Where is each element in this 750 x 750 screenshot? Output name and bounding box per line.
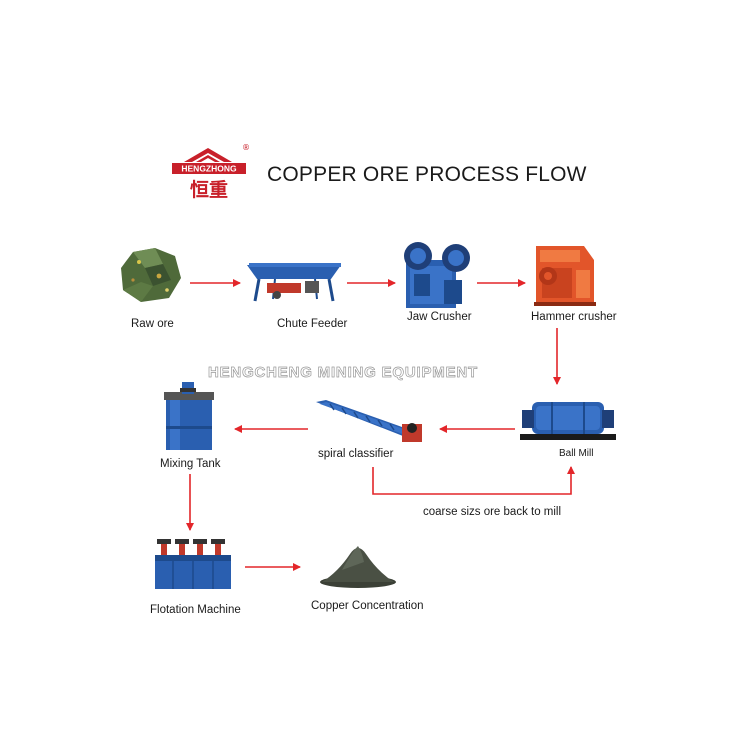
page-title: COPPER ORE PROCESS FLOW <box>267 163 587 186</box>
arrow-coarse-return-loop <box>372 466 575 495</box>
jaw-crusher-image <box>400 240 472 315</box>
ball-mill-image <box>518 396 618 451</box>
coarse-return-label: coarse sizs ore back to mill <box>423 506 562 518</box>
mixing-tank-label: Mixing Tank <box>160 458 221 470</box>
spiral-classifier-label: spiral classifier <box>318 448 394 460</box>
mixing-tank-image <box>160 382 220 457</box>
jaw-crusher-label: Jaw Crusher <box>407 311 472 323</box>
watermark: HENGCHENG MINING EQUIPMENT <box>208 364 478 382</box>
ball-mill-label: Ball Mill <box>559 448 594 459</box>
raw-ore-label: Raw ore <box>131 318 174 330</box>
copper-concentration-image <box>318 538 398 593</box>
brand-logo-mark: HENGZHONG 恒重 ® <box>172 143 250 201</box>
hammer-crusher-image <box>530 240 600 315</box>
flotation-machine-image <box>153 537 233 598</box>
brand-logo: HENGZHONG 恒重 ® <box>170 140 260 206</box>
raw-ore-image <box>115 246 185 311</box>
copper-concentration-label: Copper Concentration <box>311 600 424 612</box>
hammer-crusher-label: Hammer crusher <box>531 311 617 323</box>
flotation-machine-label: Flotation Machine <box>150 604 241 616</box>
brand-chinese: 恒重 <box>190 179 228 201</box>
chute-feeder-label: Chute Feeder <box>277 318 348 330</box>
brand-name: HENGZHONG <box>181 164 237 174</box>
chute-feeder-image <box>245 255 345 310</box>
registered-mark: ® <box>242 143 250 152</box>
spiral-classifier-image <box>312 398 424 451</box>
